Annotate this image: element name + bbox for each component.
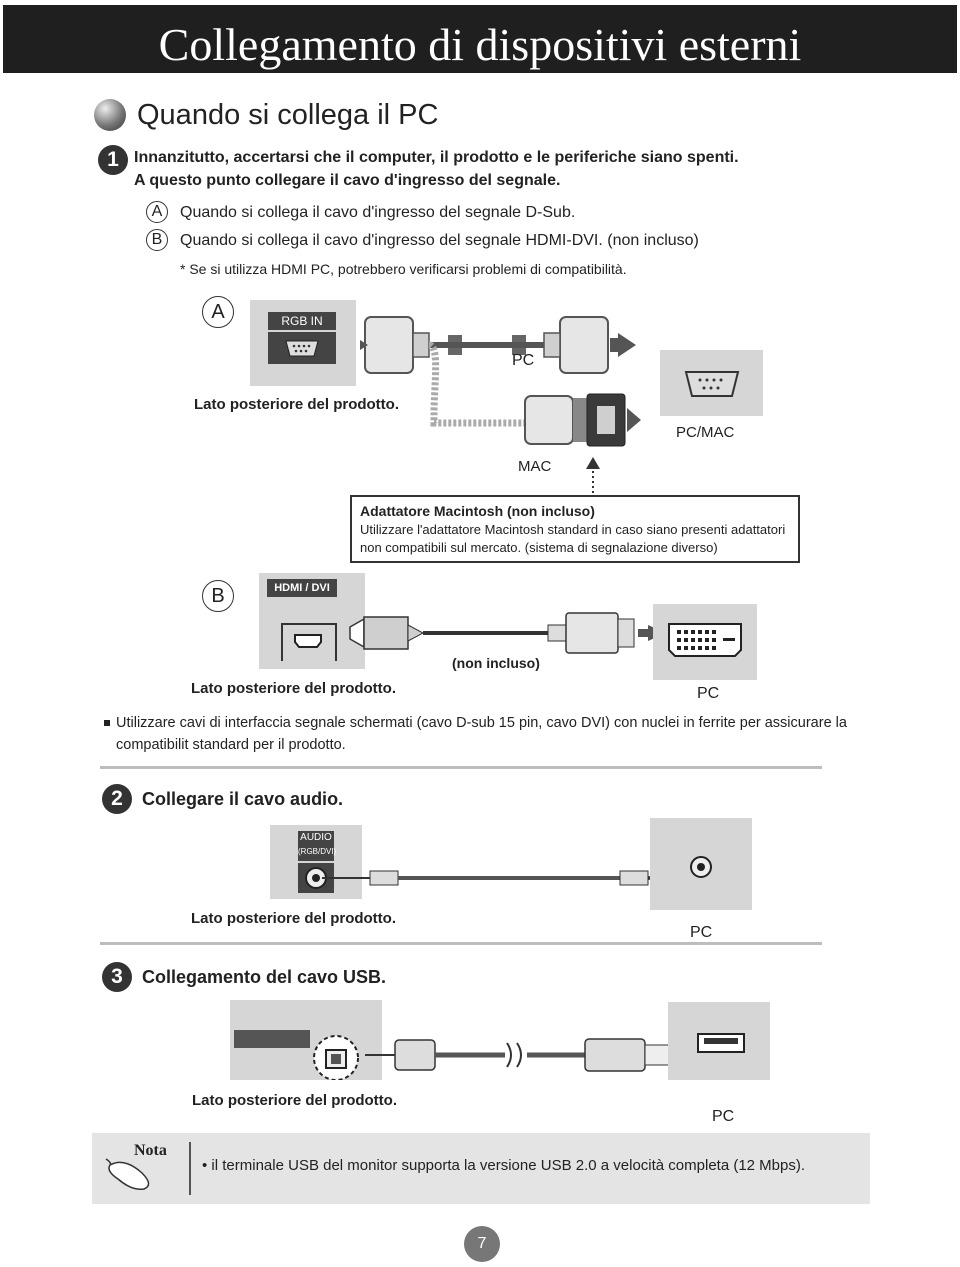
bullet-square-icon: [104, 720, 110, 726]
step-1-number: 1: [98, 145, 128, 175]
dvi-port-icon: [668, 623, 742, 657]
usb-b-port-icon: [313, 1035, 359, 1080]
hdmi-dvi-cable-drawing: [349, 612, 666, 654]
diagram-a-letter: A: [202, 296, 234, 328]
usb-cable-drawing: [365, 1038, 682, 1072]
hdmi-port-frame: [281, 623, 337, 661]
compatibility-footnote: * Se si utilizza HDMI PC, potrebbero ver…: [180, 261, 627, 277]
pc-audio-panel: [650, 818, 752, 910]
rear-ports-strip: [234, 1030, 310, 1048]
page-header: Collegamento di dispositivi esterni: [3, 5, 957, 73]
step-2-pc-label: PC: [690, 924, 713, 941]
step-1-line-2: A questo punto collegare il cavo d'ingre…: [134, 172, 561, 189]
pc-usb-panel: [668, 1002, 770, 1080]
step-3-title: Collegamento del cavo USB.: [142, 967, 387, 987]
section-bullet-icon: [94, 99, 126, 131]
audio-jack-icon: [690, 856, 712, 878]
audio-label-2: (RGB/DVI): [298, 847, 337, 856]
vga-port-icon: [285, 340, 319, 357]
section-title: Quando si collega il PC: [137, 99, 439, 131]
diagram-a-pcmac-label: PC/MAC: [676, 424, 735, 441]
adapter-title: Adattatore Macintosh (non incluso): [360, 503, 595, 519]
rgb-in-panel: RGB IN: [250, 300, 356, 386]
mac-adapter-drawing: [524, 393, 641, 447]
step-3-pc-label: PC: [712, 1108, 735, 1125]
pc-mac-panel: [660, 350, 763, 416]
option-b-text: Quando si collega il cavo d'ingresso del…: [180, 232, 699, 249]
pc-dvi-panel: [653, 604, 757, 680]
rgb-in-label: RGB IN: [268, 312, 336, 330]
hdmi-dvi-label: HDMI / DVI: [267, 579, 337, 597]
audio-label-1: AUDIO: [300, 832, 332, 843]
diagram-a-mac-label: MAC: [518, 458, 552, 475]
diagram-a-pc-label: PC: [512, 352, 535, 369]
step-2-number: 2: [102, 784, 132, 814]
divider: [100, 766, 822, 769]
audio-label-box: AUDIO (RGB/DVI): [298, 831, 337, 861]
shield-note-line-1: Utilizzare cavi di interfaccia segnale s…: [116, 715, 847, 731]
step-2-rear-label: Lato posteriore del prodotto.: [191, 910, 396, 927]
note-text: • il terminale USB del monitor supporta …: [202, 1157, 806, 1174]
hdmi-port-icon: [294, 634, 322, 648]
audio-cable-drawing: [322, 870, 682, 886]
page-title: Collegamento di dispositivi esterni: [158, 19, 802, 70]
option-a-text: Quando si collega il cavo d'ingresso del…: [180, 204, 576, 221]
mac-adapter-callout: Adattatore Macintosh (non incluso) Utili…: [350, 495, 800, 563]
arrow-up-icon: [586, 457, 600, 493]
note-label: Nota: [134, 1142, 167, 1159]
usb-a-port-icon: [697, 1033, 745, 1053]
diagram-a-rear-label: Lato posteriore del prodotto.: [194, 396, 399, 413]
rgb-in-port-housing: [268, 332, 336, 364]
diagram-b-rear-label: Lato posteriore del prodotto.: [191, 680, 396, 697]
usb-rear-panel: [230, 1000, 382, 1080]
option-a-letter: A: [146, 201, 168, 223]
note-divider: [189, 1142, 191, 1195]
adapter-text-2: non compatibili sul mercato. (sistema di…: [360, 540, 718, 555]
diagram-b-letter: B: [202, 580, 234, 612]
hdmi-dvi-panel: HDMI / DVI: [259, 573, 365, 669]
step-2-title: Collegare il cavo audio.: [142, 789, 344, 809]
page-number: 7: [464, 1226, 500, 1262]
note-box: Nota • il terminale USB del monitor supp…: [92, 1133, 870, 1204]
divider: [100, 942, 822, 945]
diagram-b-pc-label: PC: [697, 685, 720, 702]
shield-note-line-2: compatibilit standard per il prodotto.: [116, 737, 346, 753]
hdmi-not-included-label: (non incluso): [452, 655, 540, 671]
step-1-line-1: Innanzitutto, accertarsi che il computer…: [134, 149, 739, 166]
option-b-letter: B: [146, 229, 168, 251]
adapter-text-1: Utilizzare l'adattatore Macintosh standa…: [360, 522, 786, 537]
audio-panel: AUDIO (RGB/DVI): [270, 825, 362, 899]
mouse-icon: [105, 1158, 150, 1191]
step-3-number: 3: [102, 962, 132, 992]
vga-port-icon: [684, 371, 740, 397]
dsub-cable-drawing: [360, 316, 636, 427]
step-3-rear-label: Lato posteriore del prodotto.: [192, 1092, 397, 1109]
